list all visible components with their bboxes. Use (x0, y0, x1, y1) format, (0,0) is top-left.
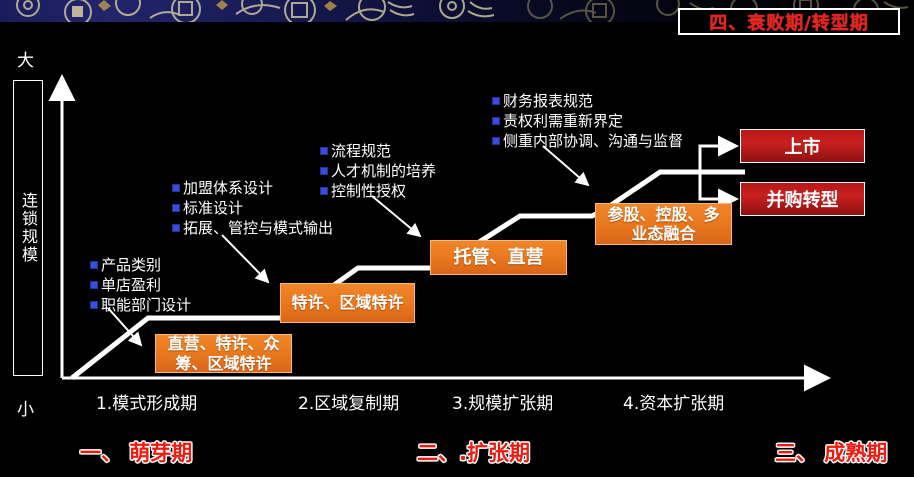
phase-label-3: 三、 成熟期 (775, 441, 888, 465)
bullet-text: 单店盈利 (101, 276, 162, 295)
x-axis-stage-2: 2.区域复制期 (298, 394, 400, 414)
square-bullet-icon (320, 147, 328, 156)
list-item: 加盟体系设计 (172, 178, 333, 198)
phase-label-2: 二、.扩张期 (417, 441, 530, 465)
square-bullet-icon (90, 281, 98, 290)
bullet-text: 侧重内部协调、沟通与监督 (503, 132, 684, 151)
bullet-text: 标准设计 (183, 199, 244, 218)
list-item: 标准设计 (172, 198, 333, 218)
square-bullet-icon (492, 97, 500, 106)
list-item: 拓展、管控与模式输出 (172, 218, 333, 238)
callout-arrow-2 (221, 234, 270, 284)
bullet-text: 人才机制的培养 (331, 162, 437, 181)
square-bullet-icon (172, 184, 180, 193)
slide-title-text: 四、衰败期/转型期 (709, 12, 869, 34)
model-box-2: 特许、区域特许 (280, 283, 415, 323)
outcome-ma: 并购转型 (740, 182, 865, 216)
list-item: 责权利需重新界定 (492, 111, 683, 131)
bullet-text: 财务报表规范 (503, 92, 594, 110)
list-item: 控制性授权 (320, 181, 436, 201)
y-axis-top-label: 大 (17, 51, 34, 71)
model-box-3: 托管、直营 (430, 240, 567, 275)
model-box-1: 直营、特许、众筹、区域特许 (155, 334, 292, 373)
bullet-text: 责权利需重新界定 (503, 112, 624, 131)
stage3-bullets: 流程规范 人才机制的培养 控制性授权 (320, 141, 436, 201)
bullet-text: 产品类别 (101, 256, 162, 274)
y-axis-title-text: 连锁规模 (18, 192, 38, 264)
x-axis-stage-3: 3.规模扩张期 (452, 394, 554, 414)
x-axis-stage-1: 1.模式形成期 (96, 394, 198, 414)
square-bullet-icon (492, 137, 500, 146)
bullet-text: 流程规范 (331, 142, 392, 160)
list-item: 侧重内部协调、沟通与监督 (492, 131, 683, 151)
list-item: 职能部门设计 (90, 295, 191, 315)
slide-title-box: 四、衰败期/转型期 (678, 8, 900, 35)
model-box-4: 参股、控股、多业态融合 (595, 203, 732, 245)
square-bullet-icon (172, 204, 180, 213)
branch-connector-2 (698, 172, 739, 210)
callout-arrow-4 (542, 145, 590, 187)
x-axis-stage-4: 4.资本扩张期 (623, 394, 725, 414)
list-item: 人才机制的培养 (320, 161, 436, 181)
stage2-bullets: 加盟体系设计 标准设计 拓展、管控与模式输出 (172, 178, 333, 238)
square-bullet-icon (172, 224, 180, 233)
list-item: 流程规范 (320, 141, 436, 161)
square-bullet-icon (492, 117, 500, 126)
callout-arrow-3 (371, 195, 422, 238)
square-bullet-icon (90, 301, 98, 310)
outcome-ipo: 上市 (740, 129, 865, 163)
bullet-text: 加盟体系设计 (183, 179, 274, 197)
list-item: 财务报表规范 (492, 91, 683, 111)
phase-label-1: 一、 萌芽期 (80, 441, 193, 465)
stage1-bullets: 产品类别 单店盈利 职能部门设计 (90, 255, 191, 315)
y-axis-bottom-label: 小 (17, 400, 34, 420)
bullet-text: 拓展、管控与模式输出 (183, 219, 334, 238)
bullet-text: 职能部门设计 (101, 296, 192, 315)
square-bullet-icon (90, 261, 98, 270)
list-item: 产品类别 (90, 255, 191, 275)
square-bullet-icon (320, 187, 328, 196)
bullet-text: 控制性授权 (331, 182, 407, 201)
branch-connector (698, 135, 739, 172)
stage4-bullets: 财务报表规范 责权利需重新界定 侧重内部协调、沟通与监督 (492, 91, 683, 151)
list-item: 单店盈利 (90, 275, 191, 295)
square-bullet-icon (320, 167, 328, 176)
y-axis-title-box: 连锁规模 (13, 80, 43, 376)
